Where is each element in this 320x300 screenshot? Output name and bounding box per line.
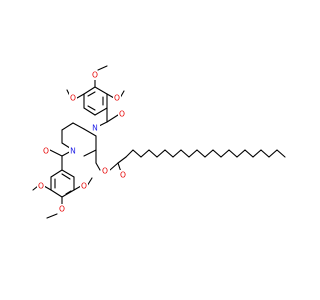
atom-labels: O O O O N N O O O O O O bbox=[37, 71, 127, 214]
oxygen-atom-label: O bbox=[59, 205, 65, 214]
oxygen-atom-label: O bbox=[70, 94, 76, 103]
alkyl-chain bbox=[125, 149, 286, 158]
oxygen-atom-label: O bbox=[43, 147, 49, 156]
oxygen-atom-label: O bbox=[102, 167, 108, 176]
nitrogen-atom-label: N bbox=[92, 124, 98, 133]
oxygen-atom-label: O bbox=[114, 94, 120, 103]
oxygen-atom-label: O bbox=[119, 110, 125, 119]
structure-canvas: O O O O N N O O O O O O bbox=[32, 65, 286, 219]
oxygen-atom-label: O bbox=[92, 71, 98, 80]
oxygen-atom-label: O bbox=[38, 182, 44, 191]
piperazine-ring bbox=[61, 122, 97, 157]
oxygen-atom-label: O bbox=[120, 171, 126, 180]
lower-trimethoxyphenyl-ring bbox=[50, 169, 75, 198]
upper-trimethoxyphenyl-ring bbox=[83, 86, 108, 116]
ester-linker bbox=[95, 149, 127, 173]
nitrogen-atom-label: N bbox=[70, 147, 76, 156]
oxygen-atom-label: O bbox=[81, 182, 87, 191]
molecule-structure: O O O O N N O O O O O O bbox=[32, 65, 286, 219]
